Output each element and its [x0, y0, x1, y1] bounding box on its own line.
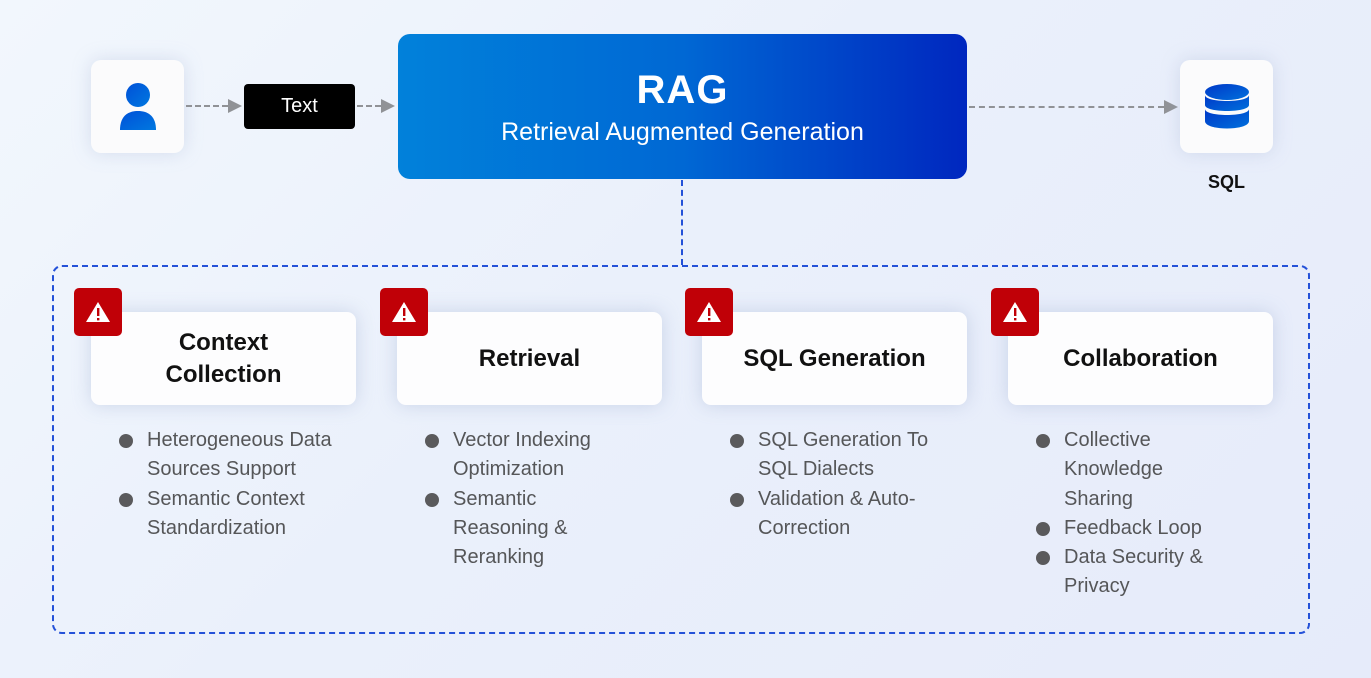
bullet-item: Semantic Reasoning & Reranking — [425, 485, 655, 573]
arrow-rag-to-sql — [969, 106, 1164, 108]
bullet-item: Collective Knowledge Sharing — [1036, 426, 1266, 514]
bullet-item: Validation & Auto-Correction — [730, 485, 960, 544]
component-bullets: Heterogeneous Data Sources Support Seman… — [119, 426, 349, 543]
database-icon — [1204, 83, 1249, 128]
bullet-item: Semantic Context Standardization — [119, 485, 349, 544]
warning-badge — [991, 288, 1039, 336]
rag-subtitle: Retrieval Augmented Generation — [501, 118, 864, 146]
component-title: Collaboration — [1063, 344, 1218, 372]
rag-node: RAG Retrieval Augmented Generation — [398, 34, 967, 179]
warning-icon — [697, 302, 721, 322]
arrow-head-icon — [1164, 100, 1178, 114]
component-card-sql-generation: SQL Generation — [702, 312, 967, 405]
components-group — [52, 265, 1310, 634]
arrow-head-icon — [381, 99, 395, 113]
user-node — [91, 60, 184, 153]
component-bullets: SQL Generation To SQL Dialects Validatio… — [730, 426, 960, 543]
text-input-chip: Text — [244, 84, 355, 129]
component-card-context-collection: Context Collection — [91, 312, 356, 405]
warning-icon — [392, 302, 416, 322]
sql-label: SQL — [1207, 172, 1245, 192]
component-title: Context Collection — [165, 328, 282, 388]
component-card-retrieval: Retrieval — [397, 312, 662, 405]
rag-title: RAG — [636, 68, 729, 112]
component-title: Retrieval — [478, 344, 581, 372]
component-bullets: Collective Knowledge Sharing Feedback Lo… — [1036, 426, 1266, 602]
warning-badge — [380, 288, 428, 336]
arrow-text-to-rag — [357, 105, 381, 107]
warning-badge — [685, 288, 733, 336]
arrow-head-icon — [228, 99, 242, 113]
warning-badge — [74, 288, 122, 336]
warning-icon — [1003, 302, 1027, 322]
user-icon — [119, 82, 156, 130]
rag-to-components-connector — [681, 180, 683, 265]
component-card-collaboration: Collaboration — [1008, 312, 1273, 405]
bullet-item: Data Security & Privacy — [1036, 543, 1266, 602]
bullet-item: SQL Generation To SQL Dialects — [730, 426, 960, 485]
component-title: SQL Generation — [743, 344, 926, 372]
component-bullets: Vector Indexing Optimization Semantic Re… — [425, 426, 655, 572]
warning-icon — [86, 302, 110, 322]
arrow-user-to-text — [186, 105, 228, 107]
bullet-item: Heterogeneous Data Sources Support — [119, 426, 349, 485]
sql-node — [1180, 60, 1273, 153]
bullet-item: Feedback Loop — [1036, 514, 1266, 543]
bullet-item: Vector Indexing Optimization — [425, 426, 655, 485]
